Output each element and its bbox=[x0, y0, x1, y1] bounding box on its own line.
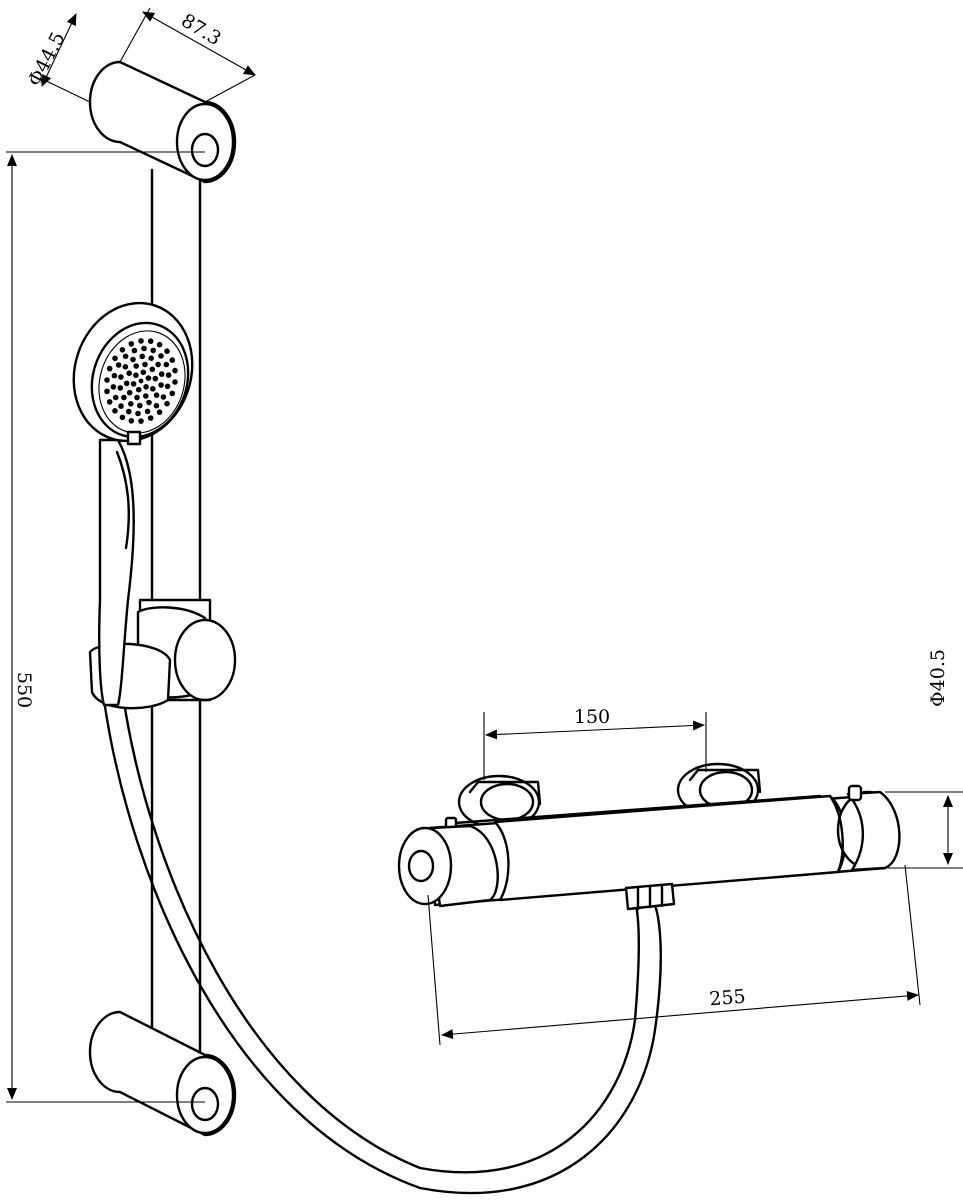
spray-nozzle bbox=[155, 361, 161, 368]
spray-nozzle bbox=[169, 390, 176, 397]
spray-nozzle bbox=[104, 377, 110, 383]
spray-nozzle bbox=[140, 369, 147, 376]
spray-nozzle bbox=[119, 347, 126, 353]
spray-nozzle bbox=[147, 338, 154, 345]
spray-nozzle bbox=[112, 408, 118, 414]
spray-nozzle bbox=[126, 389, 133, 396]
bottom-wall-bracket bbox=[88, 1010, 237, 1137]
spray-nozzle bbox=[118, 403, 124, 409]
slider-holder bbox=[88, 598, 237, 710]
spray-nozzle bbox=[119, 414, 126, 421]
spray-nozzle bbox=[172, 379, 178, 385]
spray-nozzle bbox=[172, 367, 178, 374]
spray-nozzle bbox=[145, 375, 152, 381]
dimension-label-550: 550 bbox=[13, 672, 35, 708]
spray-nozzle bbox=[112, 394, 119, 401]
dimension-valve-diameter: Φ40.5 bbox=[885, 649, 963, 869]
spray-nozzle bbox=[144, 408, 151, 415]
spray-nozzle bbox=[134, 394, 140, 401]
spray-nozzle bbox=[110, 384, 117, 390]
dimension-bracket-diameter: Φ44.5 bbox=[24, 13, 91, 103]
spray-nozzle bbox=[153, 392, 160, 399]
spray-nozzle bbox=[117, 385, 124, 391]
right-eccentric bbox=[676, 762, 762, 818]
spray-nozzle bbox=[164, 400, 170, 407]
dimension-label-255: 255 bbox=[709, 986, 747, 1011]
spray-nozzle bbox=[106, 399, 113, 405]
spray-nozzle bbox=[138, 418, 144, 424]
dimension-bar-length: 550 bbox=[6, 151, 205, 1103]
dimension-label-40-5: Φ40.5 bbox=[927, 649, 949, 707]
spray-nozzle bbox=[128, 341, 135, 347]
spray-nozzle bbox=[139, 353, 145, 360]
spray-nozzle bbox=[147, 415, 154, 421]
spray-nozzle bbox=[130, 356, 136, 363]
spray-nozzle bbox=[169, 357, 176, 363]
spray-nozzle bbox=[123, 380, 130, 387]
spray-nozzle bbox=[160, 394, 167, 400]
spray-nozzle bbox=[126, 370, 132, 377]
spray-nozzle bbox=[146, 399, 152, 406]
spray-nozzle bbox=[158, 353, 164, 359]
left-handle bbox=[397, 824, 499, 908]
spray-nozzle bbox=[165, 372, 172, 378]
spray-nozzle bbox=[158, 382, 164, 388]
spray-nozzle bbox=[126, 408, 132, 415]
spray-nozzle bbox=[118, 374, 124, 380]
spray-nozzle bbox=[148, 355, 154, 362]
spray-nozzle bbox=[156, 341, 163, 348]
dimension-label-150: 150 bbox=[574, 706, 610, 728]
safety-button bbox=[847, 784, 863, 802]
spray-nozzle bbox=[164, 348, 170, 355]
spray-nozzle bbox=[141, 345, 147, 352]
left-eccentric bbox=[457, 774, 542, 830]
dimension-inlet-centers: 150 bbox=[483, 706, 707, 780]
spray-nozzle bbox=[138, 338, 144, 344]
spray-nozzle bbox=[156, 409, 163, 416]
spray-nozzle bbox=[104, 388, 110, 395]
spray-nozzle bbox=[142, 361, 148, 368]
spray-nozzle bbox=[152, 375, 159, 382]
spray-nozzle bbox=[106, 365, 113, 372]
hand-shower bbox=[72, 301, 194, 707]
spray-nozzle bbox=[131, 347, 138, 354]
spray-nozzle bbox=[158, 371, 165, 377]
spray-nozzle bbox=[128, 418, 135, 424]
dimension-valve-length: 255 bbox=[427, 864, 921, 1046]
spray-nozzle bbox=[164, 383, 171, 390]
spray-nozzle bbox=[112, 355, 118, 362]
spray-nozzle bbox=[115, 362, 122, 368]
spray-nozzle bbox=[143, 393, 149, 399]
spray-nozzle bbox=[137, 402, 143, 409]
spray-nozzle bbox=[138, 378, 144, 384]
spray-nozzle bbox=[163, 361, 170, 368]
dimension-label-44-5: Φ44.5 bbox=[24, 28, 70, 90]
spray-nozzle bbox=[121, 394, 127, 401]
spray-nozzles bbox=[104, 338, 178, 424]
spray-nozzle bbox=[153, 402, 160, 409]
spray-nozzle bbox=[150, 347, 156, 354]
spray-nozzle bbox=[135, 386, 142, 393]
spray-nozzle bbox=[149, 366, 156, 373]
spray-nozzle bbox=[128, 401, 134, 407]
spray-nozzle bbox=[122, 364, 129, 370]
thermostatic-valve bbox=[397, 762, 901, 911]
spray-nozzle bbox=[130, 381, 137, 387]
spray-nozzle bbox=[150, 386, 156, 392]
spray-nozzle bbox=[122, 353, 129, 360]
top-wall-bracket bbox=[88, 60, 237, 184]
spray-nozzle bbox=[143, 384, 149, 390]
spray-nozzle bbox=[111, 372, 118, 379]
spray-nozzle bbox=[135, 410, 141, 417]
spray-nozzle bbox=[133, 363, 139, 369]
spray-nozzle bbox=[133, 372, 139, 379]
outlet-connector bbox=[624, 882, 676, 911]
